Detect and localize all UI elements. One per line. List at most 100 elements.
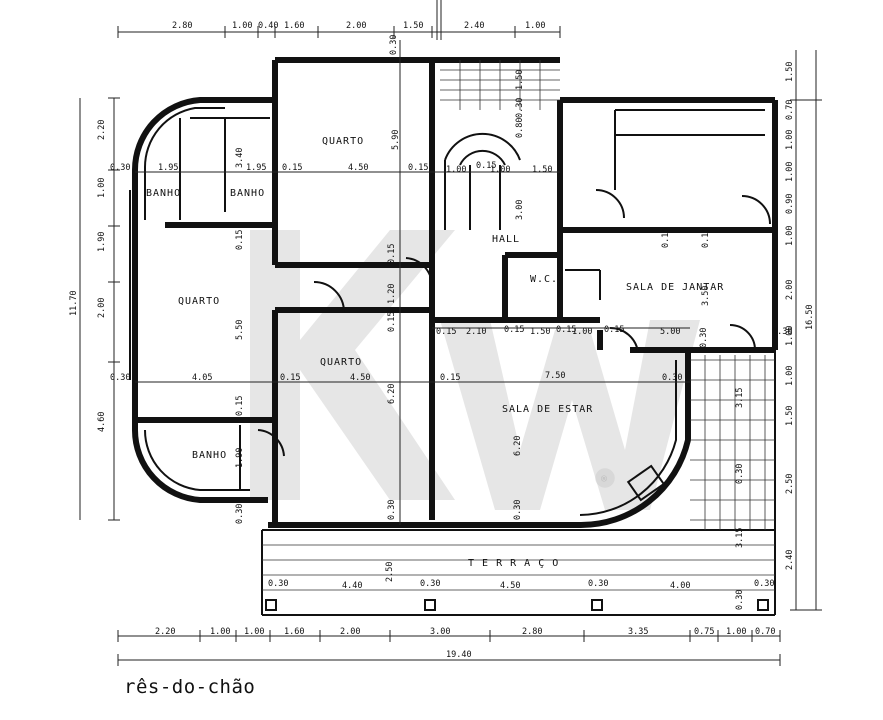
- dim-left-4: 2.00: [97, 298, 107, 318]
- dim-top-4: 1.60: [284, 21, 304, 31]
- room-banho-bottom: BANHO: [192, 450, 227, 461]
- dim-inner-500: 5.00: [660, 327, 680, 337]
- dim-inner-015l: 0.15: [280, 373, 300, 383]
- dim-inner-030c: 0.30: [387, 500, 397, 520]
- dim-inner-015s: 0.15: [476, 161, 496, 171]
- dim-inner-620a: 6.20: [387, 384, 397, 404]
- dim-inner-015c: 0.15: [235, 230, 245, 250]
- dim-inner-350: 3.50: [701, 286, 711, 306]
- dimension-line-bottom: 2.20 1.00 1.00 1.60 2.00 3.00 2.80 3.35 …: [117, 627, 781, 666]
- dim-bottom-8: 3.35: [628, 627, 648, 637]
- dim-inner-015h: 0.15: [436, 327, 456, 337]
- dim-right-5: 0.90: [785, 194, 795, 214]
- dim-right-3: 1.00: [785, 130, 795, 150]
- dim-right-7: 2.00: [785, 280, 795, 300]
- dim-right-total: 16.50: [805, 304, 815, 330]
- dimension-line-top: 2.80 1.00 0.40 1.60 2.00 1.50 2.40 1.00: [117, 0, 561, 40]
- dim-top-2: 1.00: [232, 21, 252, 31]
- dim-inner-030g: 0.30: [420, 579, 440, 589]
- kw-watermark: ®: [250, 230, 700, 510]
- inner-dimensions: 1.95 1.95 3.40 0.15 4.50 0.15 5.90 0.30 …: [158, 35, 792, 610]
- dim-inner-030v: 0.30: [389, 35, 399, 55]
- dim-right-10: 1.50: [785, 406, 795, 426]
- dim-right-8: 1.00: [785, 326, 795, 346]
- room-labels: QUARTO BANHO BANHO QUARTO HALL W.C. SALA…: [146, 136, 724, 569]
- dim-inner-015d: 0.15: [387, 244, 397, 264]
- dim-inner-150v: 1.50: [515, 70, 525, 90]
- dim-top-5: 2.00: [346, 21, 366, 31]
- dim-inner-120: 1.20: [387, 284, 397, 304]
- dim-left-total: 11.70: [69, 290, 79, 316]
- dim-inner-340: 3.40: [235, 148, 245, 168]
- dim-inner-150m: 1.50: [530, 327, 550, 337]
- room-banho-left: BANHO: [146, 188, 181, 199]
- dim-inner-400: 4.00: [670, 581, 690, 591]
- dim-left-030b: 0.30: [110, 373, 130, 383]
- dim-bottom-7: 2.80: [522, 627, 542, 637]
- dim-inner-015a: 0.15: [282, 163, 302, 173]
- dim-inner-015g: 0.15: [387, 312, 397, 332]
- dim-left-1: 2.20: [97, 120, 107, 140]
- dim-inner-405: 4.05: [192, 373, 212, 383]
- dim-right-12: 2.40: [785, 550, 795, 570]
- room-quarto-top: QUARTO: [322, 136, 364, 147]
- dim-inner-100s: 1.00: [446, 165, 466, 175]
- dim-inner-015j: 0.15: [556, 325, 576, 335]
- dim-bottom-total: 19.40: [446, 650, 472, 660]
- dim-inner-190: 1.90: [235, 448, 245, 468]
- dim-inner-030j: 0.30: [699, 328, 709, 348]
- dim-inner-030k: 0.30: [735, 590, 745, 610]
- dim-right-9: 1.00: [785, 366, 795, 386]
- dim-inner-080: 0.80: [515, 118, 525, 138]
- dim-top-1: 2.80: [172, 21, 192, 31]
- dim-inner-100t: 1.00: [490, 165, 510, 175]
- dim-inner-015m: 0.15: [440, 373, 460, 383]
- dim-bottom-3: 1.00: [244, 627, 264, 637]
- watermark-registered-mark: ®: [601, 474, 608, 485]
- room-sala-estar: SALA DE ESTAR: [502, 404, 593, 415]
- dim-right-11: 2.50: [785, 474, 795, 494]
- dim-inner-195b: 1.95: [246, 163, 266, 173]
- dim-inner-030l: 0.30: [772, 327, 792, 337]
- dim-bottom-4: 1.60: [284, 627, 304, 637]
- dim-left-030a: 0.30: [110, 163, 130, 173]
- dim-inner-030r: 0.30: [662, 373, 682, 383]
- dim-bottom-10: 1.00: [726, 627, 746, 637]
- dim-inner-015k: 0.15: [604, 325, 624, 335]
- dim-top-8: 1.00: [525, 21, 545, 31]
- dim-inner-030e: 0.30: [735, 464, 745, 484]
- dim-inner-015b: 0.15: [408, 163, 428, 173]
- dim-inner-450b: 4.50: [350, 373, 370, 383]
- dim-right-2: 0.70: [785, 100, 795, 120]
- dim-bottom-11: 0.70: [755, 627, 775, 637]
- dim-left-5: 4.60: [97, 412, 107, 432]
- room-sala-jantar: SALA DE JANTAR: [626, 282, 724, 293]
- dim-right-6: 1.00: [785, 226, 795, 246]
- dim-inner-015i: 0.15: [504, 325, 524, 335]
- dim-inner-195a: 1.95: [158, 163, 178, 173]
- room-terraco: T E R R A Ç O: [468, 558, 559, 569]
- dim-inner-250v: 2.50: [385, 562, 395, 582]
- dim-inner-015e: 0.15: [661, 228, 671, 248]
- dim-inner-015n: 0.15: [235, 396, 245, 416]
- dim-inner-030s: 0.30: [515, 98, 525, 118]
- dim-bottom-2: 1.00: [210, 627, 230, 637]
- dim-bottom-6: 3.00: [430, 627, 450, 637]
- floor-caption: rês-do-chão: [124, 676, 256, 698]
- dim-right-4: 1.00: [785, 162, 795, 182]
- dim-inner-550: 5.50: [235, 320, 245, 340]
- dim-inner-030b: 0.30: [235, 504, 245, 524]
- room-wc: W.C.: [530, 274, 558, 285]
- dim-inner-100m: 1.00: [572, 327, 592, 337]
- dim-top-6: 1.50: [403, 21, 423, 31]
- dim-inner-590: 5.90: [391, 130, 401, 150]
- dimension-line-left: 2.20 1.00 1.90 2.00 4.60 11.70 0.30 0.30: [69, 97, 130, 521]
- dim-inner-030h: 0.30: [588, 579, 608, 589]
- dim-inner-150r: 1.50: [532, 165, 552, 175]
- dim-inner-620b: 6.20: [513, 436, 523, 456]
- dim-inner-030f: 0.30: [268, 579, 288, 589]
- dim-left-3: 1.90: [97, 232, 107, 252]
- dim-top-3: 0.40: [258, 21, 278, 31]
- dim-left-2: 1.00: [97, 178, 107, 198]
